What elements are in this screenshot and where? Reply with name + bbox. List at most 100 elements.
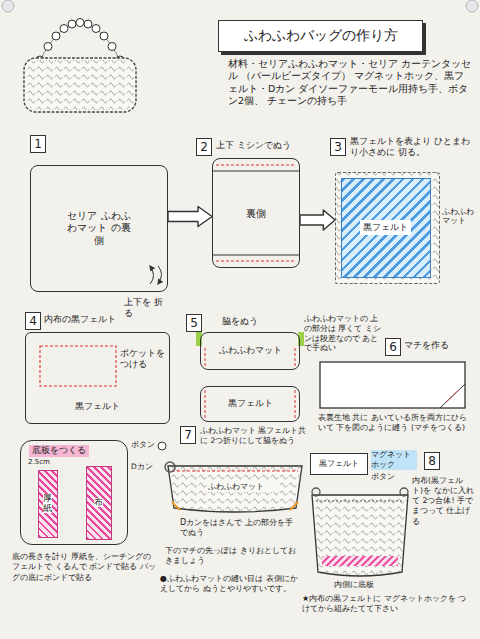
- bag-illustration: [24, 19, 136, 113]
- push-pin: [466, 0, 478, 12]
- gusset-drawing: [440, 384, 465, 408]
- base-strip: 布: [86, 466, 112, 540]
- annotation: ボタン: [371, 472, 399, 482]
- push-pin: [2, 0, 14, 12]
- node-text: 7: [184, 429, 192, 441]
- bag-body-step7: [172, 471, 298, 472]
- bag-illustration: [26, 60, 134, 110]
- felt-panel: 黒フェルト: [341, 178, 431, 278]
- node-text: 裏側: [246, 207, 266, 220]
- mat-panel: ふわふわ マット黒フェルト: [335, 172, 440, 284]
- annotation: マグネット ホック: [371, 450, 417, 470]
- annotation: ★内布の黒フェルトに マグネットホックを つけてから組みたてて下さい: [302, 594, 472, 615]
- bag-body-step8: [312, 495, 408, 576]
- node-text: 底板をつくる: [29, 445, 89, 457]
- material-panel: セリア ふわふわマット の裏側: [30, 165, 168, 292]
- bag-illustration: [52, 32, 60, 40]
- gusset-drawing: [320, 362, 465, 408]
- bag-body-step8: [312, 495, 408, 576]
- annotation: Dカン: [131, 462, 161, 472]
- node-text: 黒フェルト: [228, 398, 273, 410]
- annotation: 黒フェルトを表より ひとまわり小さめに 切る。: [350, 136, 472, 158]
- fold-arrow: [158, 266, 162, 284]
- bag-body-step8: [312, 488, 320, 496]
- bag-body-step7: [168, 466, 302, 512]
- fur-mat: [335, 172, 440, 284]
- bag-body-step8: [316, 501, 404, 502]
- hem-line: [213, 165, 299, 261]
- side-seam: [196, 332, 304, 418]
- node-text: 黒フェルト: [360, 220, 411, 235]
- node-text: 2: [200, 141, 208, 153]
- annotation: ●ふわふわマットの縫い目は 表側にかえしてから ぬうとやりやすいです。: [160, 574, 302, 595]
- step-arrow: [300, 210, 335, 230]
- felt-tab: 黒フェルト: [310, 453, 368, 475]
- step-number: 2: [196, 138, 212, 156]
- annotation: 内布の黒フェルト: [44, 314, 124, 326]
- node-text: 黒フェルト: [319, 459, 359, 469]
- material-panel: 裏側: [212, 158, 300, 268]
- hem-line: [216, 165, 296, 166]
- gusset-drawing: [320, 362, 465, 408]
- hem-line: [213, 171, 299, 172]
- step-number: 4: [25, 312, 41, 330]
- bag-illustration: [24, 58, 136, 112]
- annotation: ボタン: [131, 440, 159, 450]
- annotation: 底の長さを計り 厚紙を、シーチングのフェルトで くるんで ボンドで貼る バッグの…: [12, 552, 158, 583]
- annotation: 上下 ミシンでぬう: [216, 140, 311, 152]
- pocket-outline: [40, 346, 116, 386]
- annotation: 内布(黒フェルト)を なかに入れて 2つ合体! 手でまつって 仕上げる: [412, 476, 474, 527]
- node-text: 6: [389, 341, 397, 353]
- annotation: ポケットを つける: [120, 348, 166, 370]
- annotation: Dカンをはさんで 上の部分を手でぬう: [180, 518, 300, 539]
- bag-body-step7: [165, 462, 175, 472]
- bag-illustration: [92, 25, 100, 33]
- node-text: 3: [334, 141, 342, 153]
- node-text: ふわふわマット: [219, 345, 282, 357]
- side-seam: [205, 390, 206, 418]
- fold-arrow: [150, 266, 154, 284]
- fold-arrow: [150, 266, 162, 284]
- bag-body-step7: [290, 502, 298, 510]
- annotation: ふわふわマットの 上の部分は 厚くて ミシンは段差なので あとで手ぬい: [304, 314, 382, 353]
- gusset-drawing: [446, 390, 459, 402]
- side-seam: [205, 348, 206, 366]
- bag-body-step7: [168, 466, 302, 512]
- side-seam: [196, 332, 202, 346]
- node-text: セリア ふわふわマット の裏側: [63, 210, 135, 247]
- node-text: 8: [428, 455, 436, 467]
- base-strip: 厚紙: [38, 470, 58, 538]
- node-text: 黒フェルト: [75, 400, 120, 413]
- push-pin: [2, 0, 478, 12]
- node-text: 布: [94, 498, 103, 508]
- fur-mat: [335, 172, 440, 284]
- annotation: 脇をぬう: [222, 316, 282, 328]
- fur-mat: [335, 172, 440, 284]
- hem-line: [213, 255, 299, 256]
- side-seam: [295, 348, 296, 366]
- bag-body-step8: [400, 488, 408, 496]
- step-number: 1: [30, 135, 46, 153]
- step-number: 5: [186, 314, 202, 332]
- step-number: 8: [424, 452, 440, 470]
- bag-body-step7: [158, 442, 166, 450]
- step-number: 7: [180, 426, 196, 444]
- material-panel: ふわふわマット: [200, 332, 300, 370]
- node-text: 厚紙: [43, 494, 52, 514]
- node-text: 4: [29, 315, 37, 327]
- bag-body-step7: [172, 502, 180, 510]
- step-arrow: [168, 207, 212, 227]
- annotation: 表裏生地 共に あいている所を両方にひらいて 下を図のように縫う (マチをつくる…: [318, 413, 473, 433]
- side-seam: [295, 390, 296, 418]
- title-box: ふわふわバッグの作り方: [218, 20, 423, 52]
- node-text: 1: [34, 138, 42, 150]
- material-panel: 黒フェルト: [200, 386, 300, 422]
- hem-line: [216, 261, 296, 262]
- step-number: 3: [330, 138, 346, 156]
- annotation: 内側に底板: [334, 580, 394, 590]
- bag-illustration: [60, 25, 68, 33]
- bag-body-step8: [322, 556, 398, 566]
- bag-illustration: [108, 43, 116, 51]
- bag-illustration: [100, 32, 108, 40]
